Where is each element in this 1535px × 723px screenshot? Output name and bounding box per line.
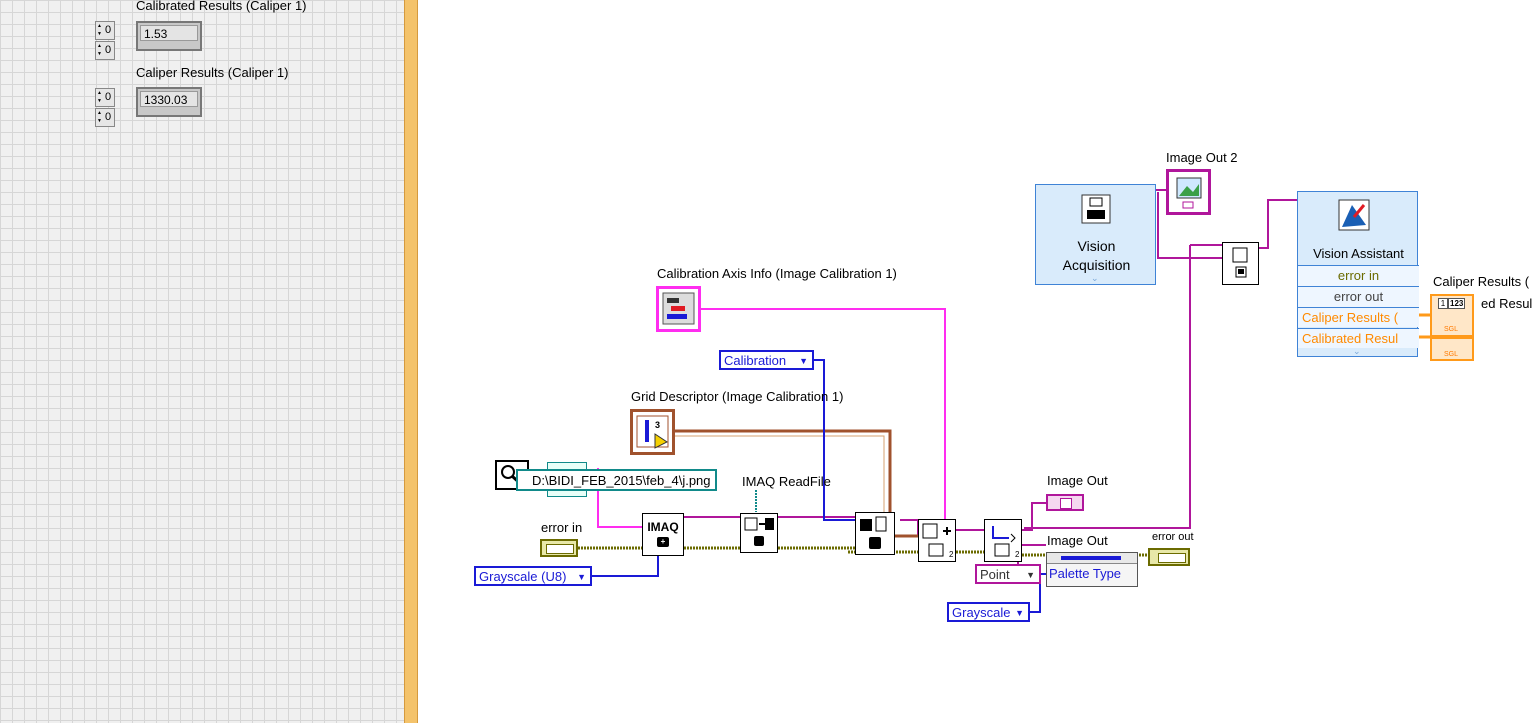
grid-descriptor-terminal[interactable]: 3 (630, 409, 675, 455)
numeric-badge: 123 (1448, 298, 1466, 309)
image-out-2-indicator[interactable] (1166, 169, 1211, 215)
image-wire-acq-to-merge (1157, 192, 1222, 259)
caliper-results-index-col[interactable]: 0 (95, 108, 115, 127)
cluster-wire-grid (674, 429, 918, 538)
caliper-results-array[interactable]: 1330.03 (136, 87, 202, 117)
caliper-results-value[interactable]: 1330.03 (140, 91, 198, 107)
image-wire-to-calib (900, 519, 919, 535)
reference-bar (1061, 556, 1121, 560)
caliper-results-index-row[interactable]: 0 (95, 88, 115, 107)
pink-wire-axis-info (700, 308, 946, 535)
index-badge: 2 (949, 550, 954, 559)
image-out-property-label: Image Out (1047, 533, 1108, 548)
calibrated-results-terminal[interactable]: SGL (1430, 337, 1474, 361)
camera-icon (1081, 194, 1111, 224)
vision-acquisition-line2: Acquisition (1062, 257, 1131, 273)
vision-assistant-express-vi[interactable]: Vision Assistant error in error out Cali… (1297, 191, 1419, 357)
caliper-results-out-label: Caliper Results ( (1433, 274, 1530, 289)
calibrated-results-index-col[interactable]: 0 (95, 41, 115, 60)
create-icon: + (657, 537, 669, 547)
cluster-icon (546, 544, 574, 554)
front-panel: Calibrated Results (Caliper 1) 0 0 1.53 … (0, 0, 404, 723)
terminal-caliper-results[interactable]: Caliper Results ( (1298, 307, 1419, 327)
imaq-readfile-node[interactable] (740, 513, 778, 553)
info-trash-icon (860, 516, 887, 549)
calibrated-results-array[interactable]: 1.53 (136, 21, 202, 51)
image-out-2-label: Image Out 2 (1166, 150, 1238, 165)
grid-number: 3 (655, 420, 661, 430)
expand-chevron-icon[interactable]: ⌄ (1353, 346, 1361, 356)
grid-descriptor-icon (636, 415, 669, 449)
vision-assistant-title: Vision Assistant (1313, 246, 1404, 261)
sgl-badge-2: SGL (1444, 351, 1459, 358)
image-node-icon (1232, 247, 1248, 278)
cluster-icon (1158, 553, 1186, 563)
calibrated-results-label: Calibrated Results (Caliper 1) (136, 0, 307, 13)
imaq-calibration-info-node[interactable] (855, 512, 895, 555)
enum-wire-grayscale (1030, 573, 1046, 613)
set-calibration-icon (922, 523, 951, 557)
imaq-set-calibration-node[interactable]: 2 (918, 519, 956, 562)
imaq-create-text: IMAQ (647, 520, 679, 534)
calibration-axis-info-terminal[interactable] (656, 286, 701, 332)
terminal-error-out[interactable]: error out (1298, 286, 1419, 307)
point-ring[interactable]: Point (975, 564, 1041, 584)
error-in-terminal[interactable] (540, 539, 578, 557)
error-in-label: error in (541, 520, 583, 535)
panel-splitter[interactable] (404, 0, 418, 723)
terminal-calibrated-results[interactable]: Calibrated Resul (1298, 328, 1419, 348)
imaq-readfile-label: IMAQ ReadFile (742, 474, 831, 489)
terminal-error-in[interactable]: error in (1298, 265, 1419, 286)
expand-chevron-icon[interactable]: ⌄ (1091, 273, 1099, 283)
vision-acquisition-express-vi[interactable]: Vision Acquisition ⌄ (1035, 184, 1156, 285)
index-badge-2: 2 (1015, 550, 1020, 559)
palette-type-property[interactable]: Palette Type (1049, 566, 1122, 581)
file-path-constant[interactable]: D:\BIDI_FEB_2015\feb_4\j.png (516, 469, 717, 491)
image-out-property-node[interactable]: Palette Type (1046, 552, 1138, 587)
axis-convert-icon (992, 526, 1016, 557)
read-file-icon (744, 517, 774, 546)
cluster-wire-grid-inner (674, 435, 885, 540)
grayscale-ring[interactable]: Grayscale (947, 602, 1030, 622)
error-out-terminal[interactable] (1148, 548, 1190, 566)
calibration-ring[interactable]: Calibration (719, 350, 814, 370)
error-out-label: error out (1152, 531, 1194, 543)
calibrated-results-index-row[interactable]: 0 (95, 21, 115, 40)
image-display-icon (1176, 177, 1202, 209)
calibration-axis-info-label: Calibration Axis Info (Image Calibration… (657, 266, 897, 281)
enum-wire-grayscale-u8 (592, 555, 659, 577)
calibrated-results-value[interactable]: 1.53 (140, 25, 198, 41)
enum-wire-calibration (814, 359, 855, 521)
grayscale-u8-ring[interactable]: Grayscale (U8) (474, 566, 592, 586)
vision-assistant-icon (1338, 199, 1370, 231)
image-out-terminal[interactable] (1046, 494, 1084, 511)
axis-info-icon (662, 292, 695, 325)
grid-descriptor-label: Grid Descriptor (Image Calibration 1) (631, 389, 844, 404)
image-icon (1060, 498, 1072, 509)
calibrated-results-out-label: ed Resul (1481, 296, 1533, 311)
caliper-results-label: Caliper Results (Caliper 1) (136, 65, 289, 80)
caliper-results-terminal[interactable]: 1 123 SGL (1430, 294, 1474, 337)
imaq-convert-pixel-node[interactable]: 2 (984, 519, 1022, 562)
imaq-create-node[interactable]: IMAQ + (642, 513, 684, 556)
sgl-badge: SGL (1444, 326, 1459, 333)
vision-acquisition-line1: Vision (1077, 238, 1116, 254)
imaq-dispose-node[interactable] (1222, 242, 1259, 285)
image-wire-feedback (1024, 244, 1222, 529)
array-index-box: 1 (1438, 298, 1448, 309)
image-wire-to-imageout (1022, 502, 1046, 531)
image-out-label: Image Out (1047, 473, 1108, 488)
image-wire-to-vision-assistant (1258, 199, 1298, 249)
property-node-header (1047, 553, 1137, 564)
